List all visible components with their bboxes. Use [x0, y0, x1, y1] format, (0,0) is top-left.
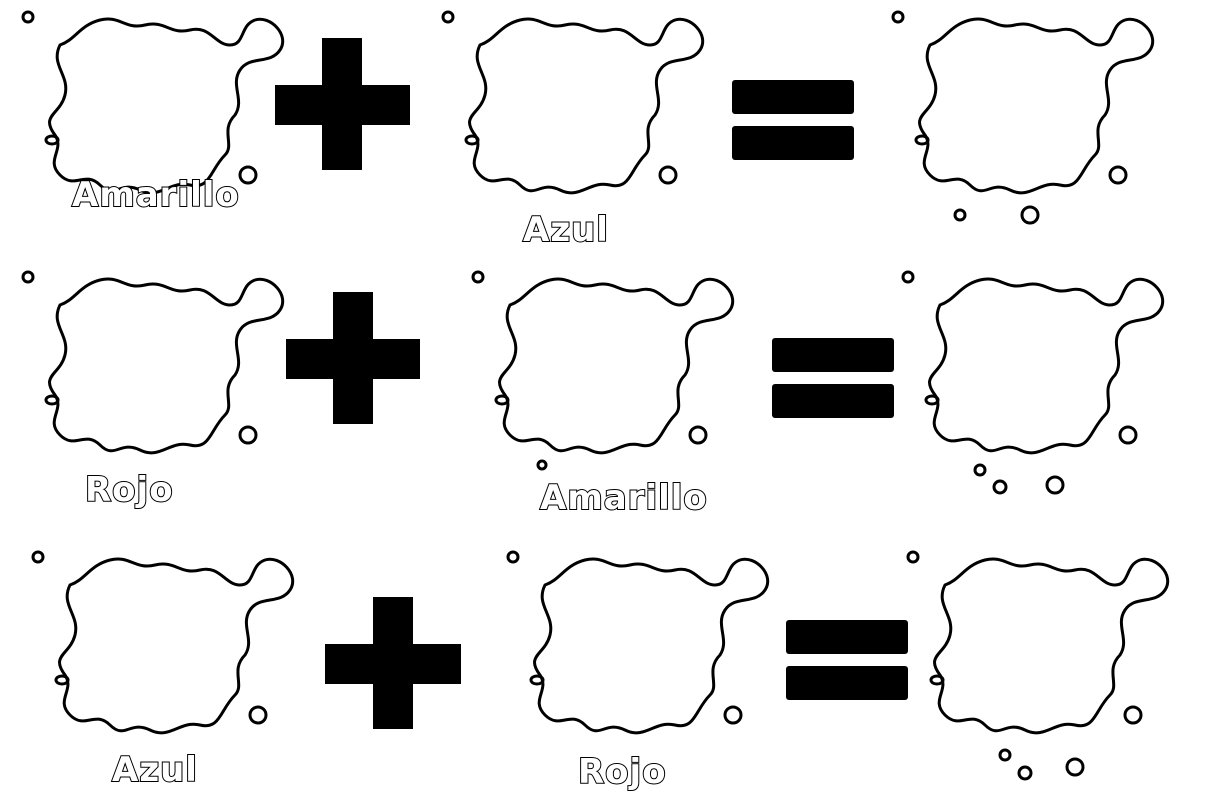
equals-sign-icon: [772, 338, 894, 420]
equals-sign-icon: [786, 620, 908, 702]
plus-sign-icon: [286, 292, 420, 424]
paint-splat-icon: [890, 5, 1190, 245]
color-label: Amarillo: [71, 174, 240, 216]
paint-splat-icon: [20, 265, 320, 505]
paint-splat-icon: [900, 265, 1200, 505]
plus-sign-icon: [275, 38, 410, 170]
color-label: Rojo: [84, 469, 174, 511]
equals-sign-icon: [732, 80, 854, 162]
paint-splat-icon: [905, 545, 1205, 785]
paint-splat-icon: [30, 545, 330, 785]
plus-sign-icon: [325, 597, 461, 729]
color-label: Rojo: [577, 751, 667, 792]
paint-splat-icon: [505, 545, 805, 785]
color-label: Amarillo: [539, 477, 708, 519]
color-label: Azul: [522, 209, 609, 251]
paint-splat-icon: [440, 5, 740, 245]
color-label: Azul: [111, 749, 198, 791]
paint-splat-icon: [470, 265, 770, 505]
